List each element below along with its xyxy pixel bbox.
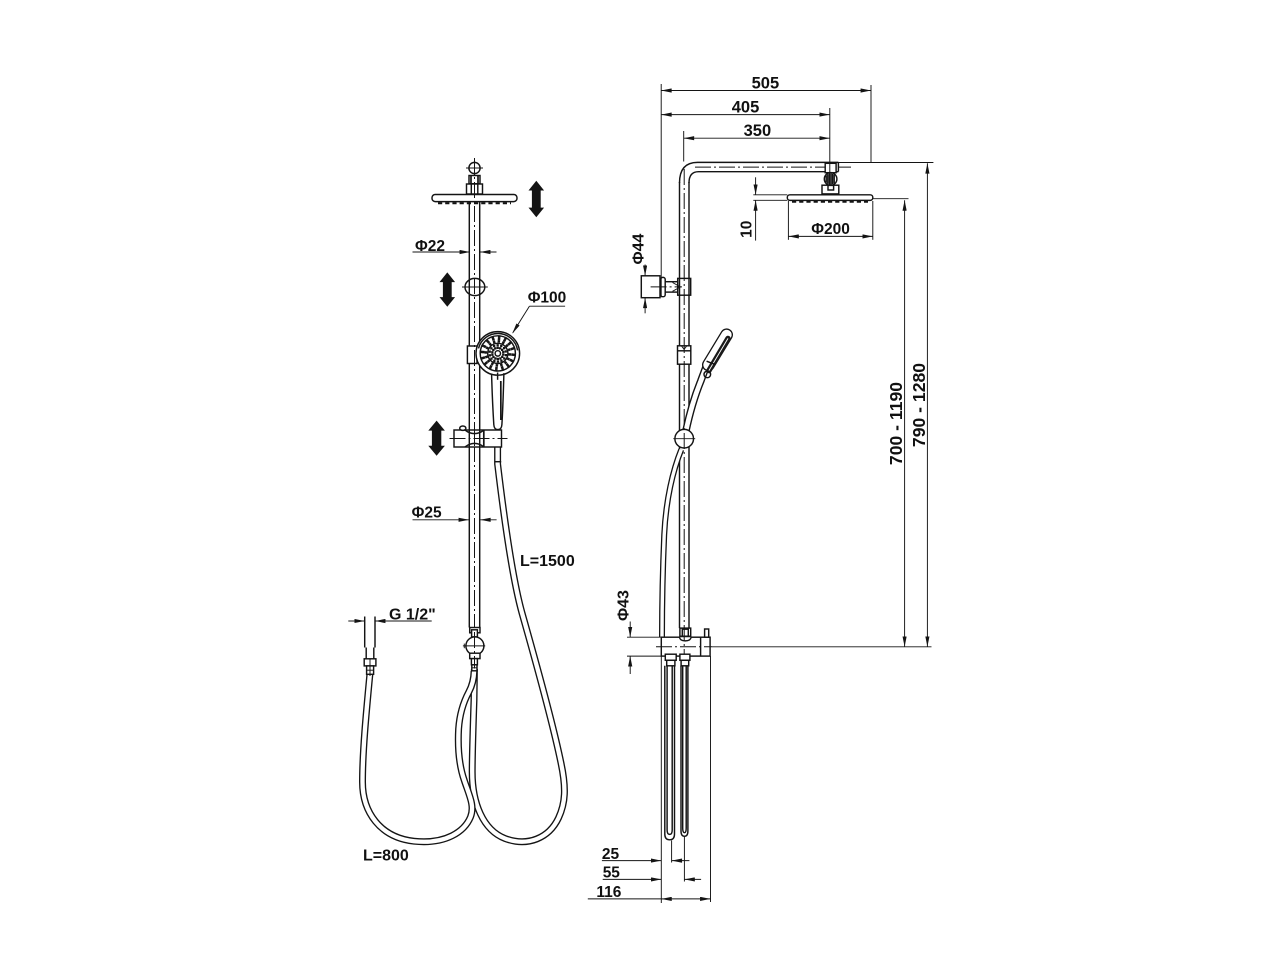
svg-text:L=1500: L=1500 <box>520 553 575 570</box>
svg-text:Φ44: Φ44 <box>631 233 648 264</box>
svg-text:G 1/2": G 1/2" <box>389 607 436 624</box>
svg-text:Φ43: Φ43 <box>615 590 632 621</box>
svg-text:Φ22: Φ22 <box>415 238 445 255</box>
svg-text:790 - 1280: 790 - 1280 <box>909 363 929 447</box>
svg-text:505: 505 <box>752 75 780 93</box>
svg-text:Φ200: Φ200 <box>811 221 850 238</box>
svg-text:Φ25: Φ25 <box>412 505 442 522</box>
svg-text:10: 10 <box>739 221 756 238</box>
svg-text:405: 405 <box>732 99 760 117</box>
svg-text:L=800: L=800 <box>363 848 409 865</box>
svg-text:55: 55 <box>603 865 621 882</box>
svg-text:116: 116 <box>596 884 621 901</box>
svg-text:700 - 1190: 700 - 1190 <box>886 382 906 465</box>
svg-text:350: 350 <box>744 122 772 140</box>
svg-text:Φ100: Φ100 <box>528 290 567 307</box>
svg-text:25: 25 <box>602 846 620 863</box>
